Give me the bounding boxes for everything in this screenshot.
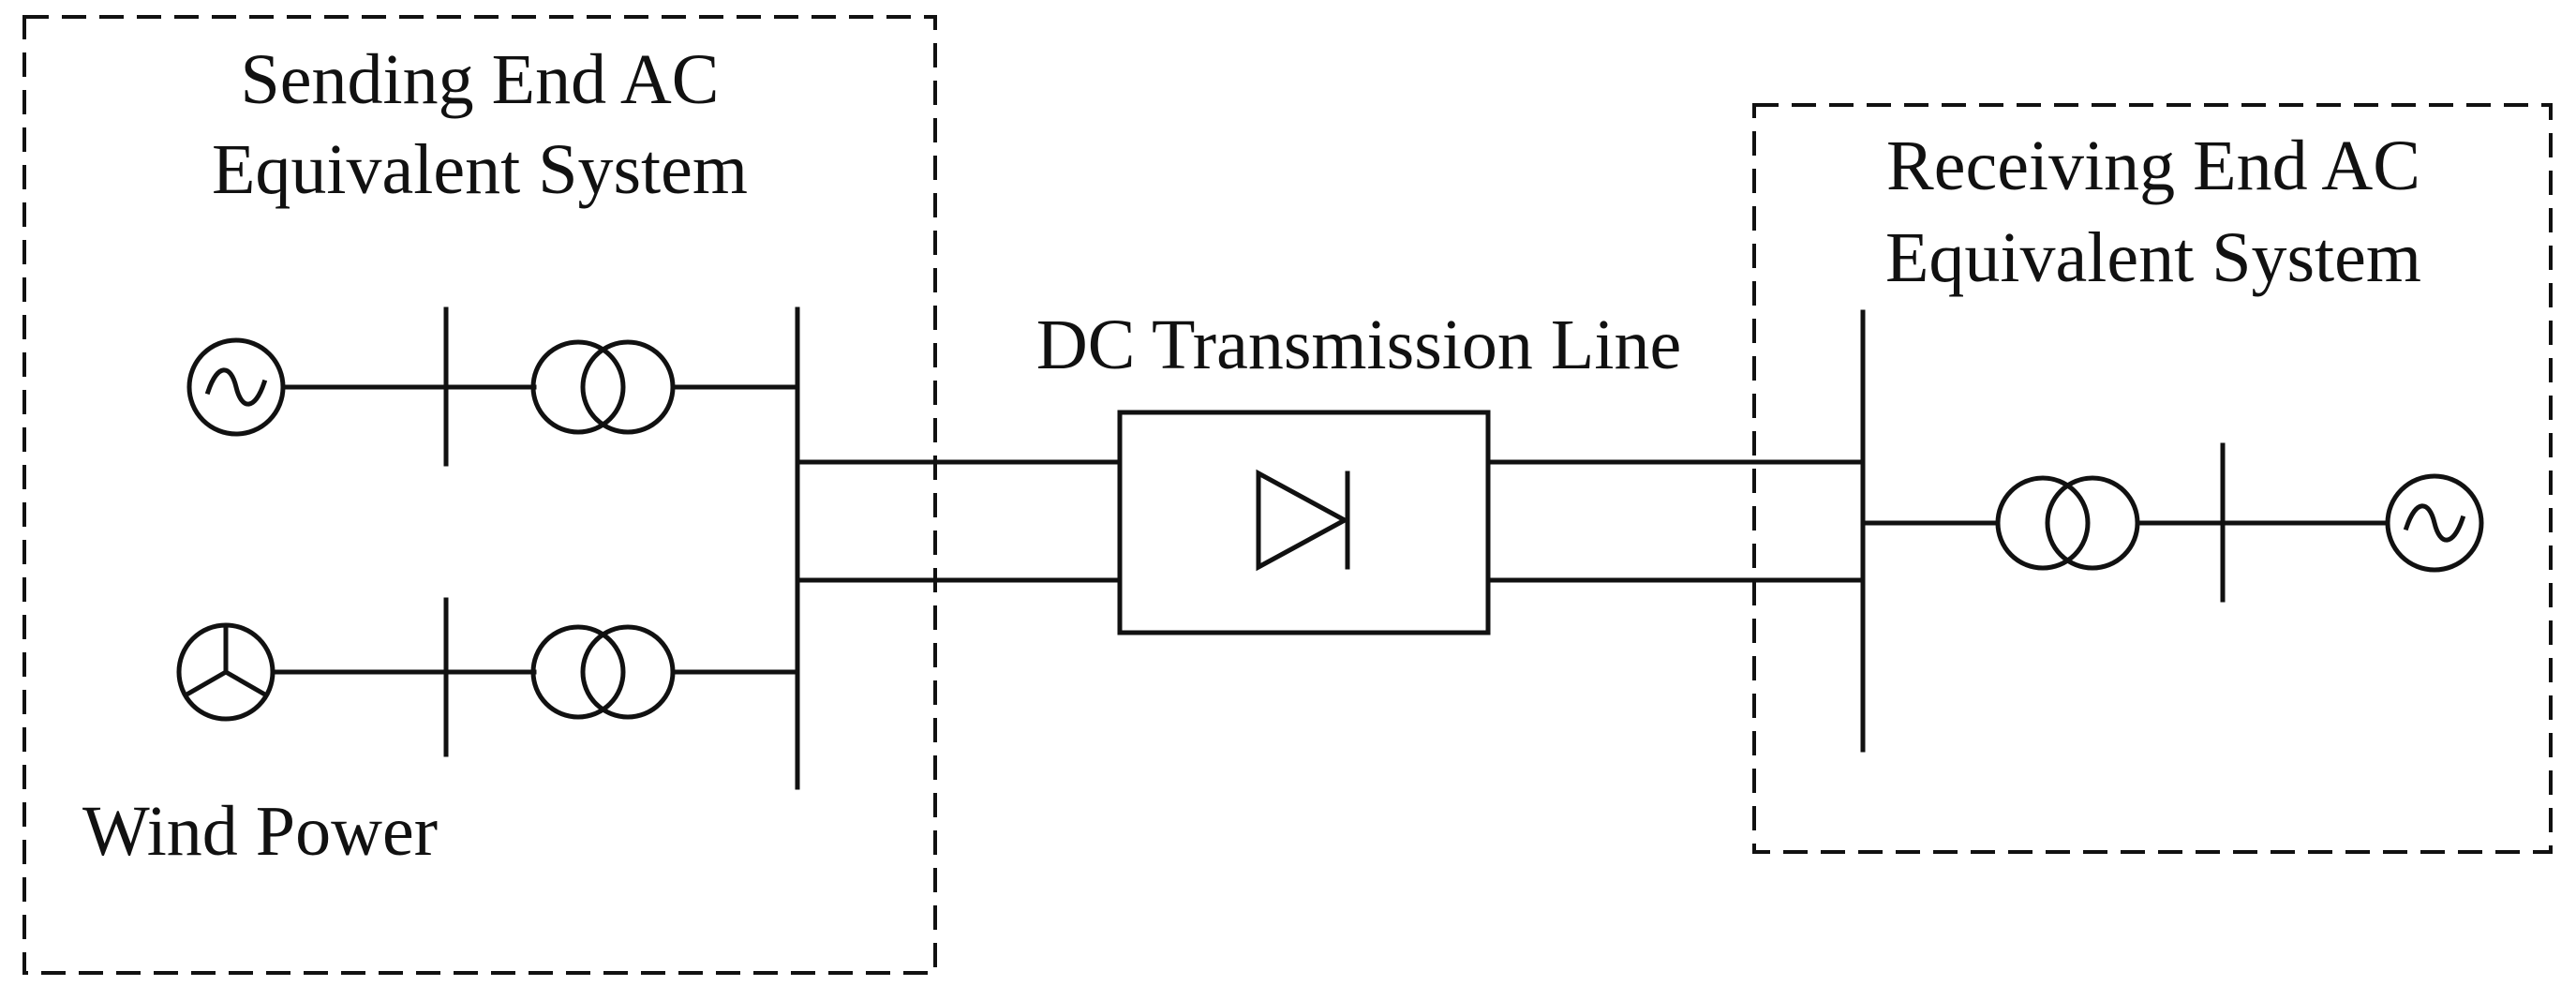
diode-icon xyxy=(1256,469,1350,572)
sending-end-boundary xyxy=(22,15,937,975)
transformer-icon xyxy=(1995,475,2140,571)
transformer-icon xyxy=(530,339,676,435)
dc-line-title: DC Transmission Line xyxy=(1036,306,1681,384)
dc-transmission-line: DC Transmission Line xyxy=(795,306,1866,635)
converter-box xyxy=(1117,410,1491,635)
receiving-end-title-line1: Receiving End AC xyxy=(1886,127,2420,205)
sending-end-title-line1: Sending End AC xyxy=(241,40,720,119)
sending-end-title-line2: Equivalent System xyxy=(212,130,748,209)
receiving-end-boundary xyxy=(1752,103,2553,854)
sending-end-system: Sending End AC Equivalent System W xyxy=(22,15,937,975)
transformer-icon xyxy=(530,624,676,720)
receiving-end-title-line2: Equivalent System xyxy=(1885,218,2421,297)
ac-generator-icon xyxy=(186,337,286,437)
ac-generator-icon xyxy=(2385,473,2484,573)
receiving-end-system: Receiving End AC Equivalent System xyxy=(1752,103,2553,854)
wind-power-label: Wind Power xyxy=(82,792,438,871)
wind-turbine-icon xyxy=(176,622,275,722)
